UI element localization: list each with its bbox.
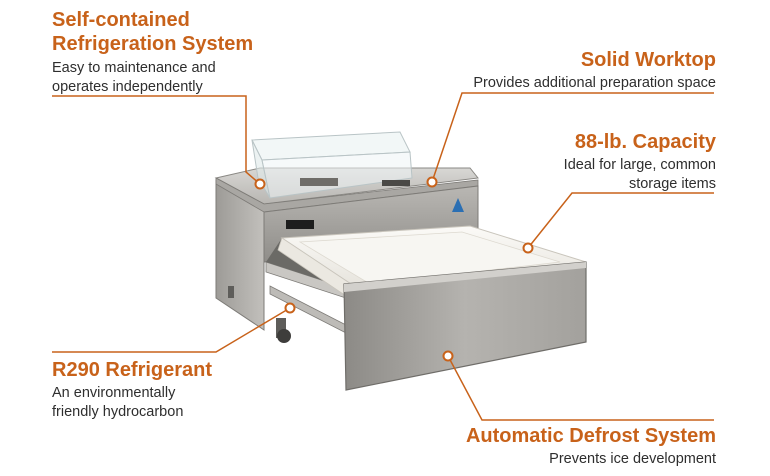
worktop-marker xyxy=(426,176,438,188)
refrigerant-desc-line-2: friendly hydrocarbon xyxy=(52,404,184,420)
refrigeration-title-line-1: Self-contained xyxy=(52,9,190,31)
capacity-marker xyxy=(522,242,534,254)
capacity-desc-line-2: storage items xyxy=(628,176,716,192)
callout-defrost: Automatic Defrost System Prevents ice de… xyxy=(466,424,716,469)
capacity-desc-line-1: Ideal for large, common xyxy=(563,157,716,173)
drawer-front xyxy=(343,261,587,391)
capacity-title: 88-lb. Capacity xyxy=(574,131,716,153)
defrost-leader-line xyxy=(447,355,714,421)
control-display xyxy=(286,220,314,229)
worktop-desc: Provides additional preparation space xyxy=(473,75,716,91)
defrost-marker xyxy=(442,350,454,362)
defrost-title: Automatic Defrost System xyxy=(465,425,716,447)
refrigerant-marker xyxy=(284,302,296,314)
callout-refrigerant: R290 Refrigerant An environmentally frie… xyxy=(52,358,212,422)
refrigerant-desc-line-1: An environmentally xyxy=(52,385,176,401)
refrigerant-leader-line xyxy=(52,307,291,353)
refrigeration-marker xyxy=(254,178,266,190)
callout-markers xyxy=(254,176,534,362)
refrigeration-desc-line-2: operates independently xyxy=(52,79,203,95)
defrost-desc: Prevents ice development xyxy=(549,451,716,467)
worktop-title: Solid Worktop xyxy=(580,49,716,71)
callout-refrigeration: Self-contained Refrigeration System Easy… xyxy=(52,8,253,97)
refrigeration-title-line-2: Refrigeration System xyxy=(52,33,254,55)
worktop-leader-line xyxy=(431,92,714,183)
capacity-leader-line xyxy=(527,192,714,249)
callout-capacity: 88-lb. Capacity Ideal for large, common … xyxy=(564,130,716,194)
brand-logo-icon xyxy=(452,198,464,212)
glass-guard xyxy=(251,131,413,199)
refrigerant-title: R290 Refrigerant xyxy=(52,359,213,381)
casters xyxy=(228,286,291,343)
refrigeration-desc-line-1: Easy to maintenance and xyxy=(52,60,216,76)
callout-lines xyxy=(52,92,714,421)
refrigeration-leader-line xyxy=(52,95,261,185)
callout-worktop: Solid Worktop Provides additional prepar… xyxy=(473,48,716,93)
